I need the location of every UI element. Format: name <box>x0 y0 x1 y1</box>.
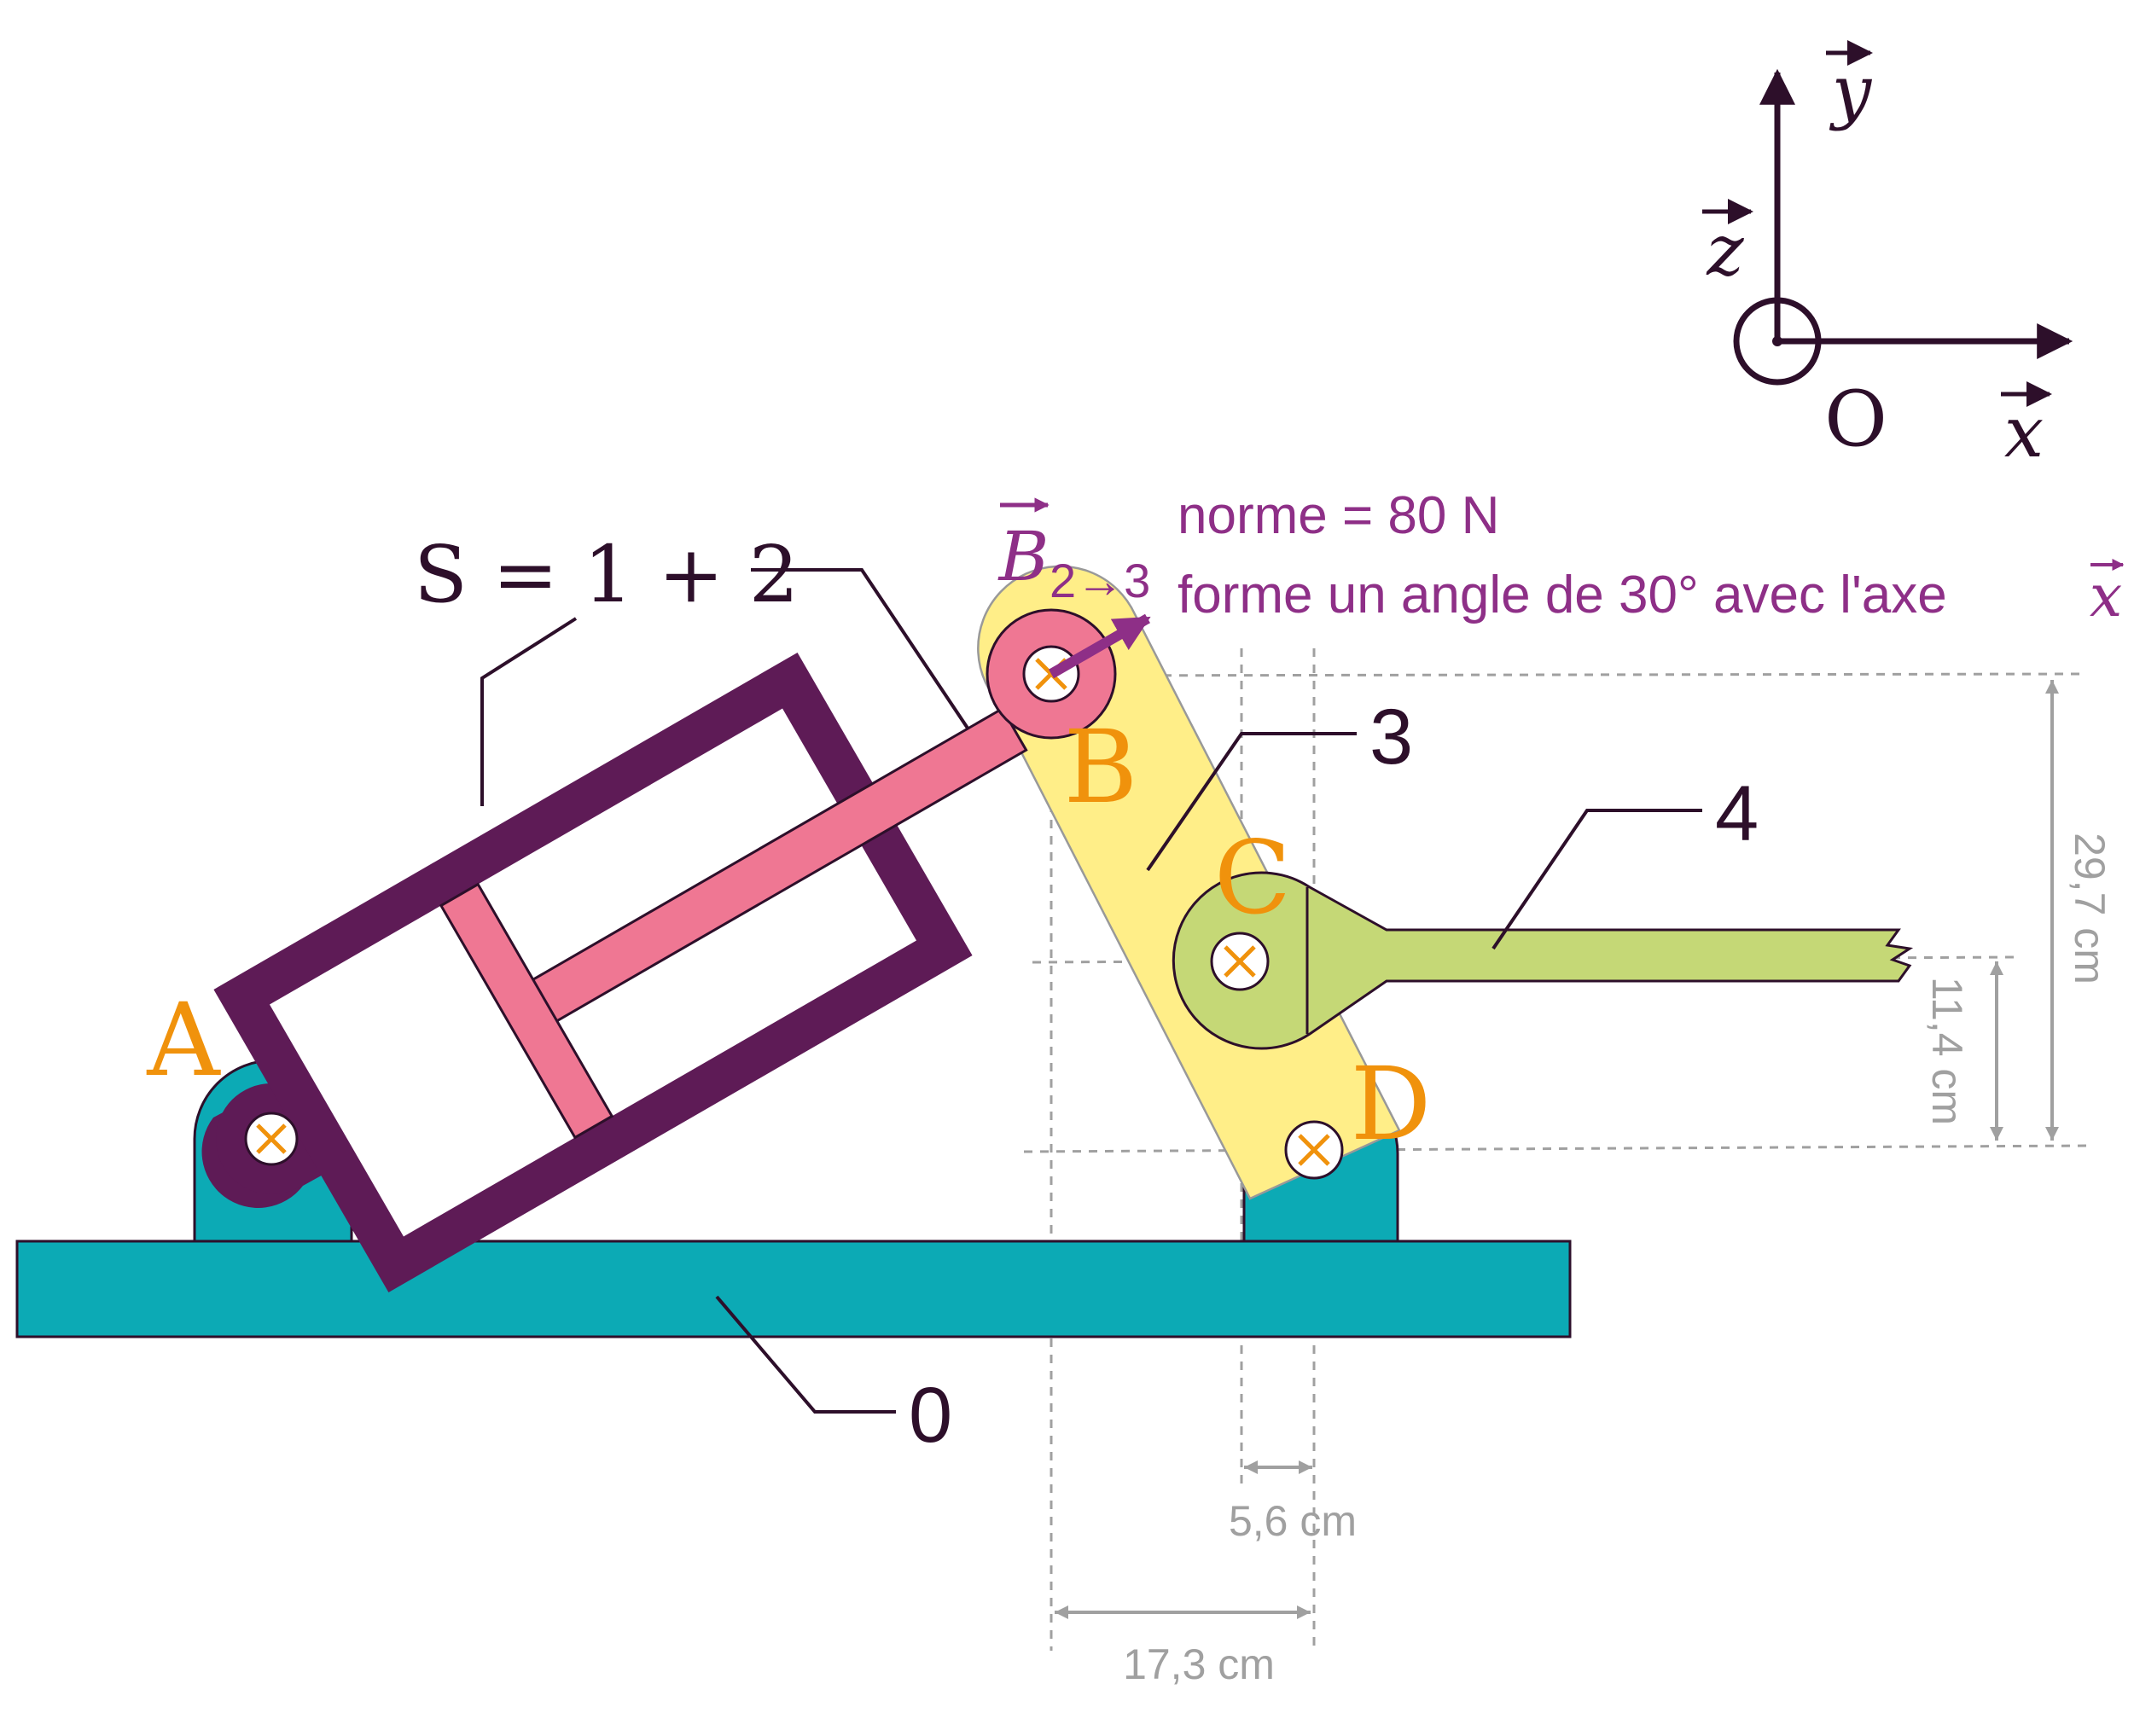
lever-4-body <box>1172 871 1914 1050</box>
dim-29-7-label: 29,7 cm <box>2066 833 2114 984</box>
dim-5-6-label: 5,6 cm <box>1229 1497 1357 1545</box>
leader-0 <box>715 1295 896 1414</box>
point-a-label: A <box>146 981 221 1099</box>
part-0-label: 0 <box>909 1372 952 1459</box>
part-4-lever <box>1172 871 1914 1050</box>
y-axis-label: y <box>1829 51 1873 132</box>
axis-frame: y z O x <box>1702 40 2073 473</box>
dim-11-4-label: 11,4 cm <box>1923 977 1971 1125</box>
point-d-label: D <box>1351 1045 1432 1163</box>
dim-17-3-label: 17,3 cm <box>1123 1640 1275 1688</box>
force-label: B <box>997 517 1050 596</box>
part-s-label: S = 1 + 2 <box>414 529 799 620</box>
part-labels: S = 1 + 2 3 4 0 <box>414 529 1759 1459</box>
pin-a <box>244 1112 299 1166</box>
dimension-lines <box>1055 680 2059 1619</box>
cylinder-group <box>201 608 1117 1293</box>
force-vector: B 2→3 norme = 80 N forme un angle de 30°… <box>997 486 2125 679</box>
piston <box>439 882 614 1140</box>
point-b-label: B <box>1064 708 1138 826</box>
force-axis-label: x <box>2090 563 2122 630</box>
z-axis-dot <box>1772 336 1782 346</box>
part-leaders <box>480 568 1702 1414</box>
pin-c <box>1210 932 1270 991</box>
point-labels: A B C D <box>146 708 1431 1163</box>
z-axis-circle <box>1733 297 1822 386</box>
leader-s-rod <box>751 568 970 731</box>
force-direction: forme un angle de 30° avec l'axe <box>1177 566 1947 624</box>
z-axis-label: z <box>1706 211 1744 292</box>
force-magnitude: norme = 80 N <box>1177 486 1499 545</box>
part-3-label: 3 <box>1369 694 1413 781</box>
guide-horizontal-d <box>1023 1144 2091 1153</box>
x-axis-label: x <box>2004 392 2044 473</box>
force-arrow <box>1049 613 1151 679</box>
guide-horizontal-b <box>1049 672 2083 677</box>
leader-4 <box>1491 809 1702 950</box>
leader-3 <box>1146 732 1357 872</box>
force-subscript: 2→3 <box>1050 554 1150 607</box>
base-plate <box>15 1240 1572 1338</box>
pin-d <box>1284 1120 1344 1180</box>
point-c-label: C <box>1214 819 1291 937</box>
dimension-labels: 29,7 cm 11,4 cm 5,6 cm 17,3 cm <box>1123 833 2114 1688</box>
origin-label: O <box>1824 374 1887 464</box>
leader-s-cylinder <box>480 617 578 806</box>
part-4-label: 4 <box>1715 770 1759 857</box>
